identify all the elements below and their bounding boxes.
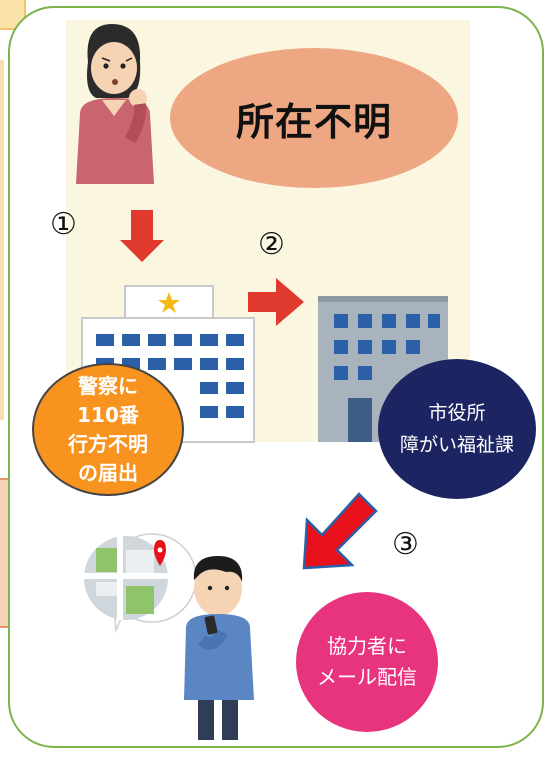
city-line-1: 市役所	[428, 402, 486, 424]
police-line-2: 110番	[77, 402, 139, 427]
police-line-1: 警察に	[78, 373, 138, 398]
arrow-down	[120, 210, 164, 262]
man-with-smartphone-icon	[184, 556, 254, 740]
city-line-2: 障がい福祉課	[399, 434, 514, 456]
step-one-label: ①	[50, 207, 77, 242]
title-text: 所在不明	[235, 99, 392, 144]
city-office-circle: 市役所 障がい福祉課	[378, 359, 536, 499]
mail-line-1: 協力者に	[327, 634, 407, 658]
map-icon	[84, 533, 197, 633]
arrow-right	[248, 278, 304, 326]
worried-woman-icon	[76, 24, 154, 184]
arrow-diagonal	[302, 492, 378, 570]
step-two-label: ②	[258, 227, 285, 262]
police-line-4: の届出	[78, 460, 138, 485]
title-oval: 所在不明	[170, 48, 458, 188]
police-line-3: 行方不明	[68, 431, 148, 456]
step-three-label: ③	[392, 527, 419, 562]
side-tab-middle	[0, 60, 4, 420]
police-report-circle: 警察に 110番 行方不明 の届出	[32, 363, 184, 496]
mail-line-2: メール配信	[317, 665, 417, 689]
mail-delivery-circle: 協力者に メール配信	[296, 592, 438, 732]
